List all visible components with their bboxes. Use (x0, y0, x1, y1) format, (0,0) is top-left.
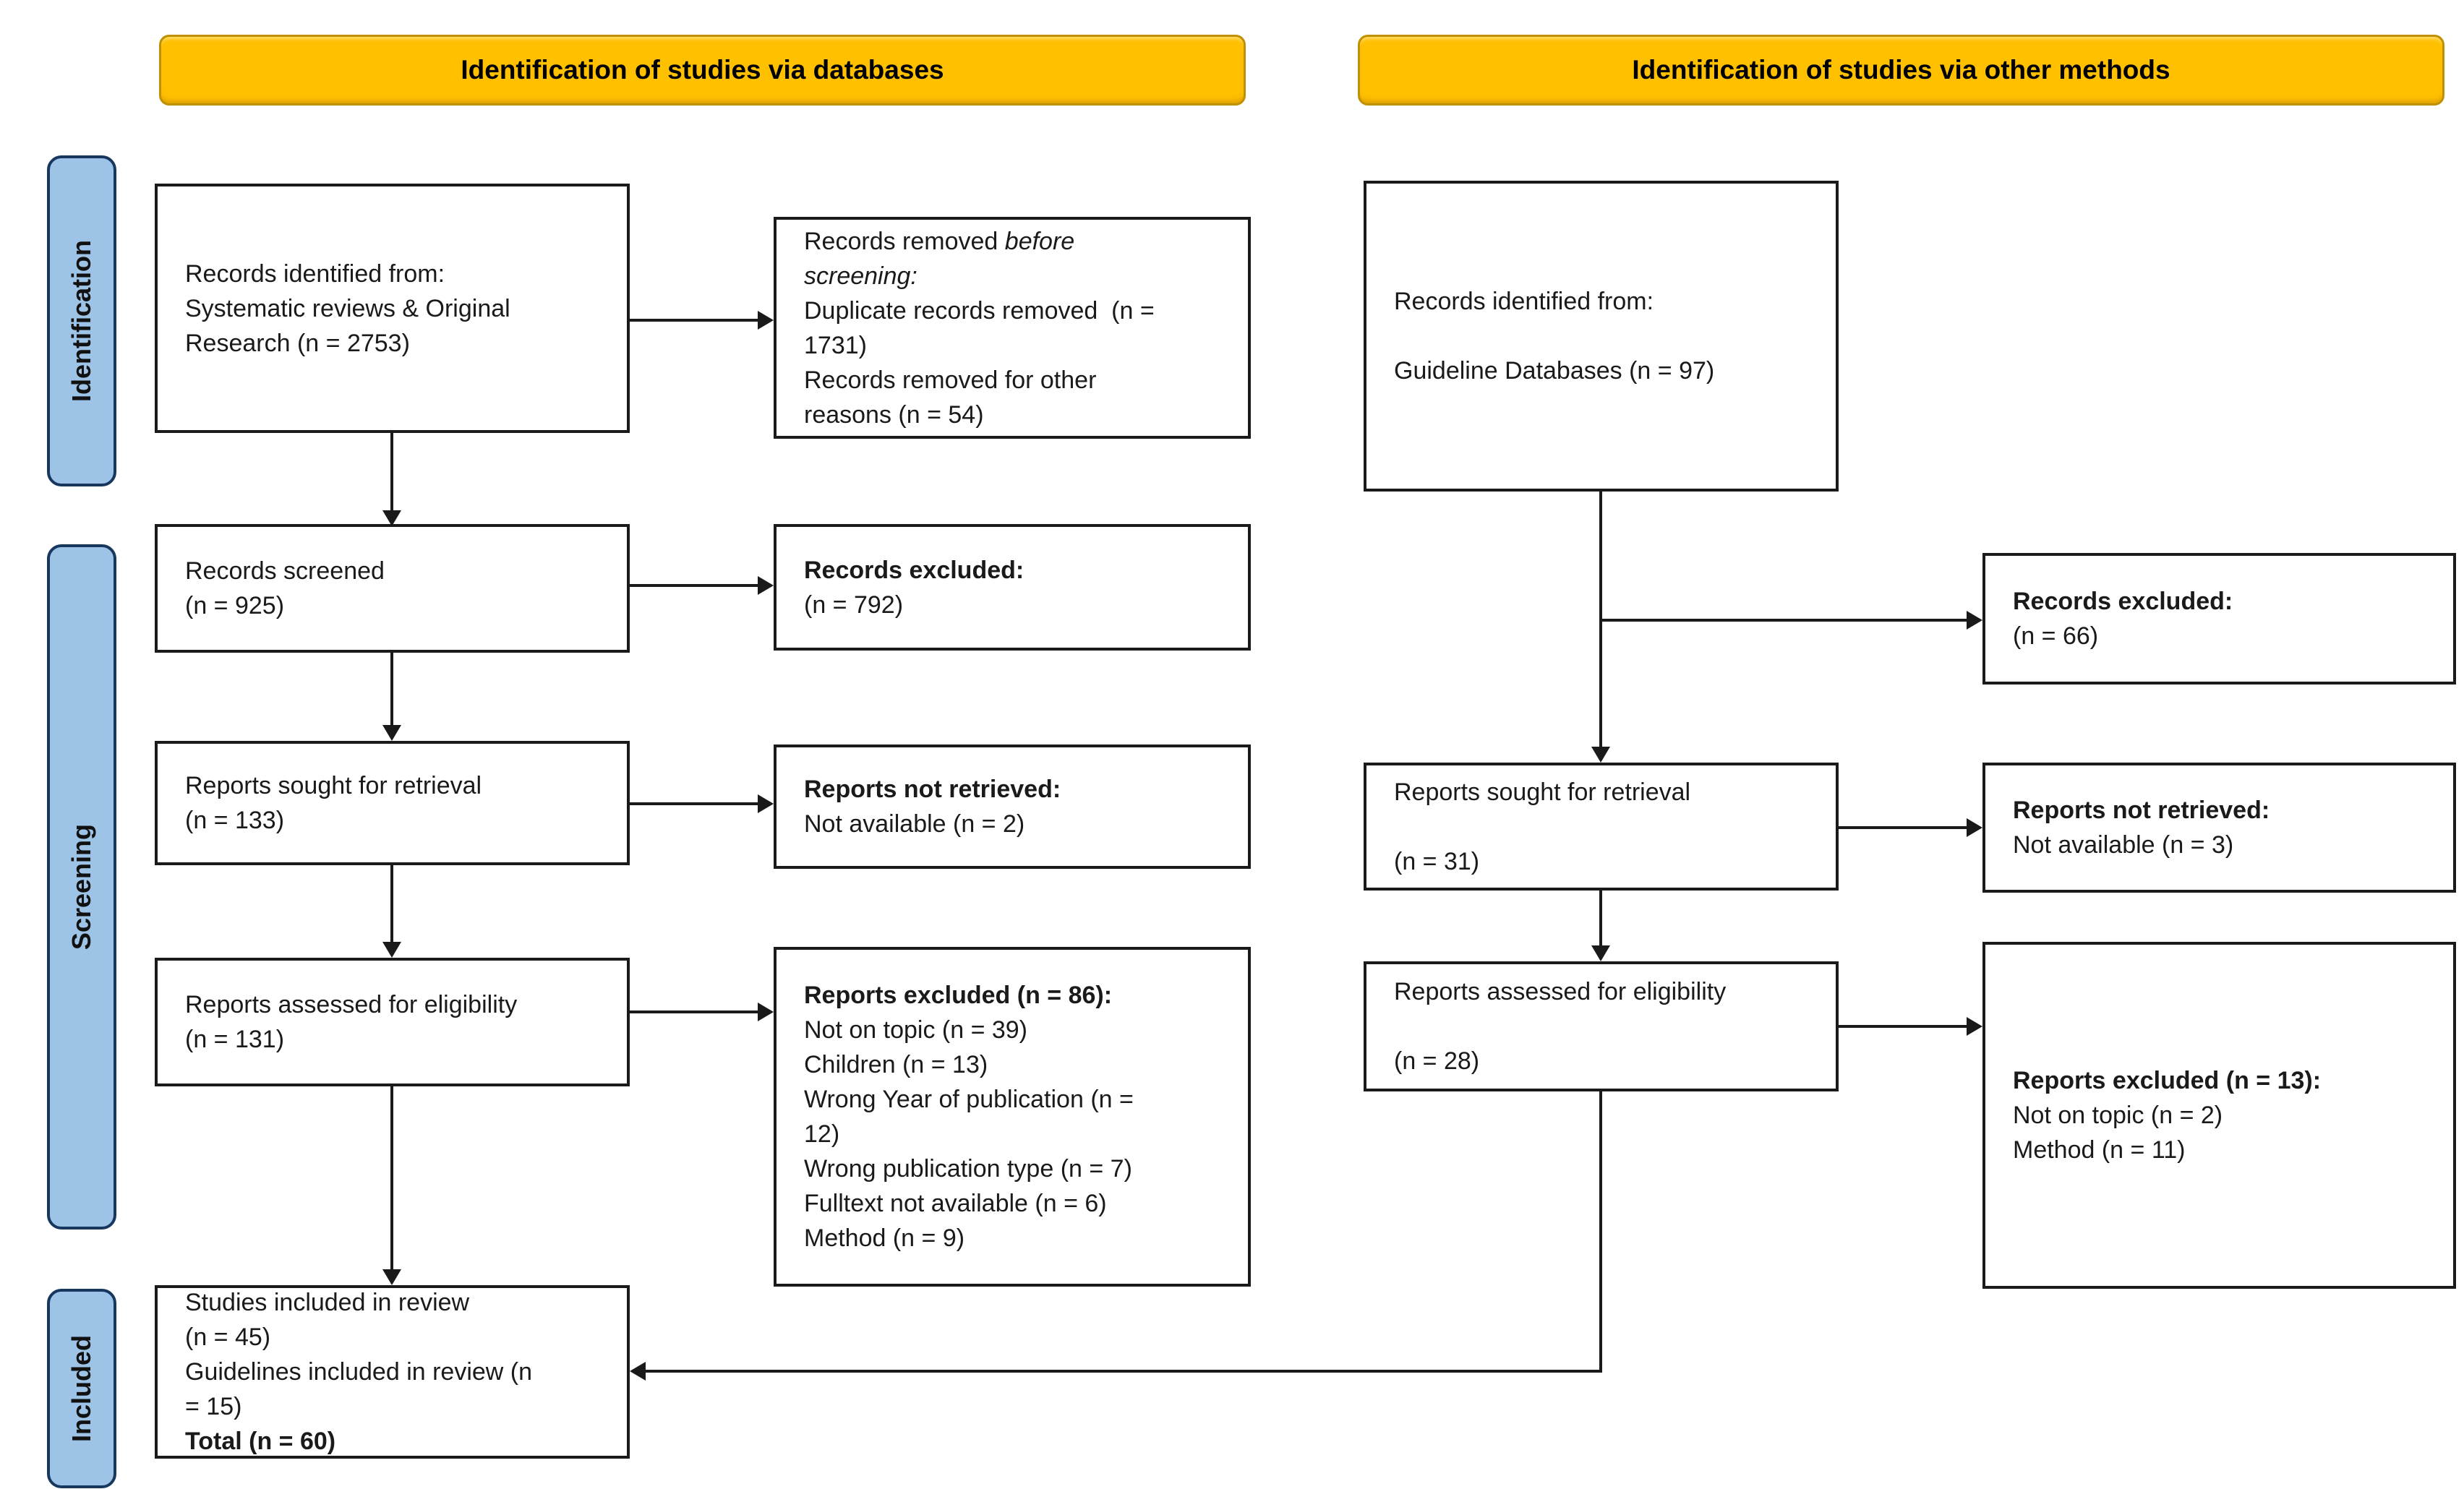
arrowhead-screened-to-sought (382, 725, 401, 741)
arrow-assessed-to-included (390, 1086, 393, 1269)
banner-identification-via-databases: Identification of studies via databases (159, 35, 1246, 106)
stage-label-included: Included (67, 1334, 96, 1442)
arrowhead-screened-to-excluded (758, 576, 774, 595)
arrowhead-identified-to-removed (758, 311, 774, 330)
stage-bar-identification: Identification (47, 155, 116, 486)
arrowhead-assessed-to-included (382, 1269, 401, 1285)
box-records-excluded-other-methods: Records excluded:(n = 66) (1982, 553, 2456, 685)
box-studies-included: Studies included in review(n = 45)Guidel… (155, 1285, 630, 1459)
arrow-om-identified-to-excluded (1599, 619, 1967, 622)
box-reports-sought-other-methods: Reports sought for retrieval(n = 31) (1364, 763, 1839, 891)
box-reports-assessed-other-methods: Reports assessed for eligibility(n = 28) (1364, 961, 1839, 1091)
arrow-sought-to-assessed (390, 865, 393, 942)
box-reports-not-retrieved-databases: Reports not retrieved:Not available (n =… (774, 744, 1251, 869)
arrowhead-sought-to-not-retrieved (758, 794, 774, 813)
arrow-om-assessed-down (1599, 1091, 1602, 1373)
box-reports-not-retrieved-other-methods: Reports not retrieved:Not available (n =… (1982, 763, 2456, 893)
arrow-om-sought-to-assessed (1599, 891, 1602, 945)
arrow-om-sought-to-not-retrieved (1839, 826, 1967, 829)
arrowhead-om-identified-to-excluded (1967, 611, 1982, 630)
arrow-assessed-to-excluded (630, 1010, 758, 1013)
banner-identification-via-other-methods: Identification of studies via other meth… (1358, 35, 2444, 106)
arrow-screened-to-excluded (630, 584, 758, 587)
arrowhead-om-sought-to-not-retrieved (1967, 818, 1982, 837)
box-records-excluded-databases: Records excluded:(n = 792) (774, 524, 1251, 651)
arrowhead-identified-to-screened (382, 510, 401, 526)
stage-bar-screening: Screening (47, 544, 116, 1230)
arrow-sought-to-not-retrieved (630, 802, 758, 805)
box-reports-sought-databases: Reports sought for retrieval(n = 133) (155, 741, 630, 865)
stage-bar-included: Included (47, 1289, 116, 1488)
box-records-identified-databases: Records identified from:Systematic revie… (155, 184, 630, 433)
arrowhead-om-identified-to-sought (1591, 747, 1610, 763)
arrow-identified-to-screened (390, 433, 393, 510)
arrow-om-assessed-to-excluded (1839, 1025, 1967, 1028)
box-records-identified-other-methods: Records identified from:Guideline Databa… (1364, 181, 1839, 492)
box-reports-excluded-other-methods: Reports excluded (n = 13):Not on topic (… (1982, 942, 2456, 1289)
box-reports-excluded-databases: Reports excluded (n = 86):Not on topic (… (774, 947, 1251, 1287)
arrow-screened-to-sought (390, 653, 393, 725)
arrow-identified-to-removed (630, 319, 758, 322)
arrowhead-om-to-included (630, 1362, 646, 1381)
arrowhead-om-assessed-to-excluded (1967, 1017, 1982, 1036)
arrowhead-om-sought-to-assessed (1591, 945, 1610, 961)
stage-label-identification: Identification (67, 240, 96, 402)
arrowhead-sought-to-assessed (382, 942, 401, 958)
stage-label-screening: Screening (67, 823, 96, 951)
box-reports-assessed-databases: Reports assessed for eligibility(n = 131… (155, 958, 630, 1086)
arrow-om-to-included (646, 1370, 1602, 1373)
box-records-screened: Records screened(n = 925) (155, 524, 630, 653)
arrowhead-assessed-to-excluded (758, 1003, 774, 1021)
